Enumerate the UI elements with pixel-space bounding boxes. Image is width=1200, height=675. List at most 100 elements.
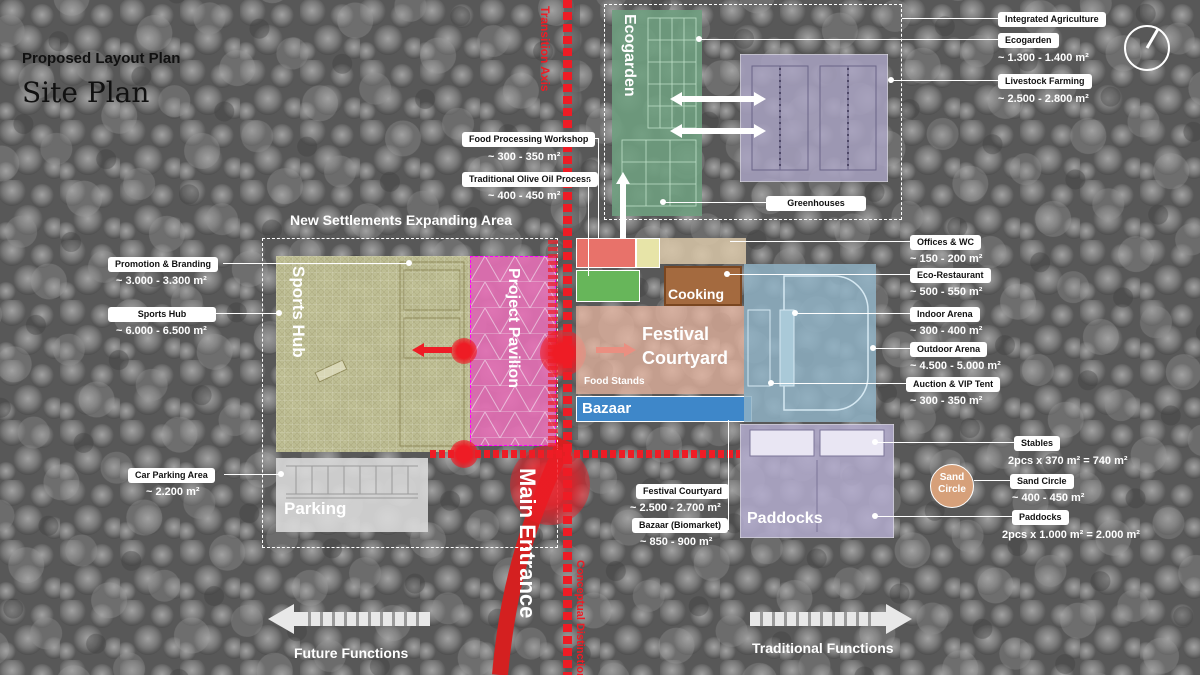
leader-food-processing-v [598,138,599,238]
tag-stables: Stables [1014,436,1061,451]
tag-paddocks: Paddocks [1012,510,1069,525]
area-bazaar-biomarket: ~ 850 - 900 m² [640,536,713,548]
leader-dot-stables [872,439,878,445]
leader-dot-ecogarden [696,36,702,42]
tag-bazaar-biomarket: Bazaar (Biomarket) [632,518,729,533]
leader-paddocks [876,516,1012,517]
tag-greenhouses: Greenhouses [766,196,866,211]
area-stables: 2pcs x 370 m² = 740 m² [1008,455,1128,467]
page-title: Site Plan [22,76,150,109]
leader-integrated-agriculture [902,18,998,19]
tag-ecogarden: Ecogarden [998,33,1059,48]
tag-sand-circle: Sand Circle [1010,474,1074,489]
area-olive-oil: ~ 400 - 450 m² [488,190,561,202]
leader-courtyard-bazaar [728,420,729,530]
tag-outdoor-arena: Outdoor Arena [910,342,988,357]
leader-dot-indoor-arena [792,310,798,316]
leader-greenhouses [664,202,766,203]
leader-livestock [892,80,998,81]
food-stands-label: Food Stands [584,376,645,387]
future-functions-arrow-icon [268,604,430,634]
sand-circle-label: Sand Circle [938,472,966,495]
parking-zone [276,458,428,532]
tag-sports-hub: Sports Hub [108,307,216,322]
tag-auction-vip: Auction & VIP Tent [906,377,1001,392]
transition-axis-label: Transition Axis [538,6,552,92]
area-sports-hub: ~ 6.000 - 6.500 m² [116,325,207,337]
area-eco-restaurant: ~ 500 - 550 m² [910,286,983,298]
area-car-parking: ~ 2.200 m² [146,486,200,498]
leader-eco-restaurant [728,274,910,275]
cooking-label: Cooking [668,286,724,302]
area-livestock: ~ 2.500 - 2.800 m² [998,93,1089,105]
area-ecogarden: ~ 1.300 - 1.400 m² [998,52,1089,64]
area-food-processing: ~ 300 - 350 m² [488,151,561,163]
bazaar-label: Bazaar [582,400,632,417]
arrow-double-white-top-icon [670,92,766,106]
tag-food-processing: Food Processing Workshop [462,132,596,147]
tag-eco-restaurant: Eco-Restaurant [910,268,991,283]
tag-festival-courtyard: Festival Courtyard [636,484,730,499]
arrow-vertical-white-icon [616,172,630,252]
area-offices-wc: ~ 150 - 200 m² [910,253,983,265]
arena-zone [744,264,876,422]
layout-subtitle: Proposed Layout Plan [22,50,181,67]
leader-olive-oil-h [591,178,592,179]
main-entrance-label: Main Entrance [515,468,540,619]
area-indoor-arena: ~ 300 - 400 m² [910,325,983,337]
sports-hub-label: Sports Hub [289,266,308,358]
leader-food-processing-h [593,138,599,139]
area-festival-courtyard: ~ 2.500 - 2.700 m² [630,502,721,514]
leader-outdoor-arena [874,348,910,349]
traditional-olive-oil-block [576,270,640,302]
north-compass-icon [1124,25,1170,71]
parking-label: Parking [284,499,347,518]
offices-wc-block [660,238,746,264]
node-pavilion-west [451,338,477,364]
agriculture-boundary [604,4,902,220]
ecogarden-zone [612,10,702,216]
leader-indoor-arena [796,313,910,314]
tag-promotion-branding: Promotion & Branding [108,257,218,272]
leader-dot-eco-restaurant [724,271,730,277]
traditional-functions-arrow-icon [750,604,912,634]
node-main-entrance [510,445,590,525]
leader-car-parking [224,474,280,475]
leader-ecogarden [700,39,998,40]
arrow-left-red-icon [412,343,452,357]
leader-dot-sports-hub [276,310,282,316]
area-paddocks: 2pcs x 1.000 m² = 2.000 m² [1002,529,1140,541]
festival-courtyard-zone [576,306,744,394]
leader-sports-hub [216,313,278,314]
food-processing-block [576,238,636,268]
leader-auction-vip [772,383,906,384]
sand-circle-zone [930,464,974,508]
arrow-double-white-bottom-icon [670,124,766,138]
sports-hub-zone [276,256,470,452]
leader-dot-promotion [406,260,412,266]
project-pavilion-label: Project Pavilion [505,268,522,389]
leader-dot-livestock [888,77,894,83]
leader-dot-paddocks [872,513,878,519]
area-outdoor-arena: ~ 4.500 - 5.000 m² [910,360,1001,372]
node-parking-corner [450,440,478,468]
leader-sand-circle [974,480,1010,481]
leader-promotion [223,263,409,264]
area-sand-circle: ~ 400 - 450 m² [1012,492,1085,504]
leader-stables [876,442,1014,443]
leader-dot-auction-vip [768,380,774,386]
expanding-area-label: New Settlements Expanding Area [290,212,512,228]
paddocks-zone [740,424,894,538]
area-promotion-branding: ~ 3.000 - 3.300 m² [116,275,207,287]
tag-indoor-arena: Indoor Arena [910,307,980,322]
leader-olive-oil-v [588,178,589,276]
leader-dot-car-parking [278,471,284,477]
tag-livestock: Livestock Farming [998,74,1092,89]
tag-olive-oil: Traditional Olive Oil Process [462,172,599,187]
leader-offices [730,241,910,242]
leader-dot-greenhouses [660,199,666,205]
festival-courtyard-label: Festival Courtyard [642,324,729,368]
tag-integrated-agriculture: Integrated Agriculture [998,12,1106,27]
conceptual-distinction-label: Conceptual Distinction [574,560,586,675]
